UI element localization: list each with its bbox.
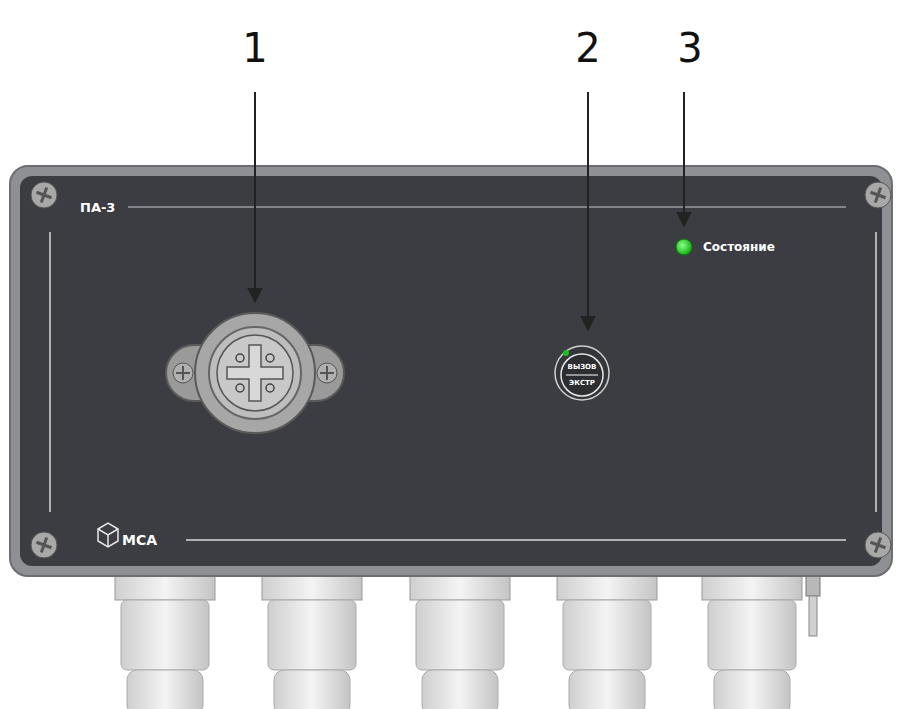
call-button xyxy=(555,346,609,400)
ground-stud xyxy=(806,572,820,636)
model-name: ПА-3 xyxy=(80,201,115,214)
connector-socket xyxy=(166,313,344,433)
status-label: Состояние xyxy=(703,241,775,253)
callout-number: 3 xyxy=(677,28,702,68)
callout-number: 1 xyxy=(242,28,267,68)
cable-glands xyxy=(115,574,802,709)
housing xyxy=(10,166,892,576)
leader-arrow xyxy=(587,92,589,330)
panel-line xyxy=(875,232,877,512)
logo-cube xyxy=(98,523,118,547)
button-text: ЭКСТР xyxy=(569,380,595,387)
leader-arrow xyxy=(683,92,685,226)
callout-number: 2 xyxy=(575,28,600,68)
front-panel xyxy=(20,176,882,566)
panel-line xyxy=(49,232,51,512)
button-text: ВЫЗОВ xyxy=(568,364,597,371)
status-led xyxy=(676,239,692,255)
brand-name: МСА xyxy=(122,533,157,547)
panel-line xyxy=(128,206,846,208)
leader-arrow xyxy=(254,92,256,302)
panel-line xyxy=(186,539,846,541)
corner-screws xyxy=(31,182,891,558)
